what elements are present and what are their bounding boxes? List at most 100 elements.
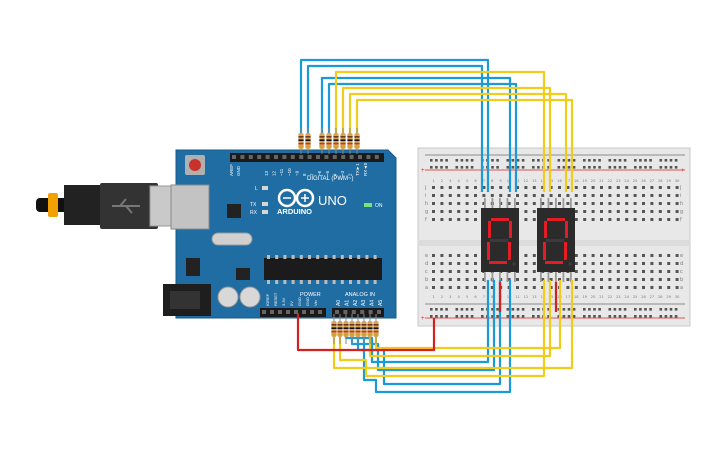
breadboard-hole[interactable] (558, 186, 561, 189)
rail-hole[interactable] (465, 159, 469, 162)
breadboard-hole[interactable] (633, 286, 637, 289)
rail-hole[interactable] (639, 166, 642, 169)
breadboard-hole[interactable] (650, 270, 654, 273)
breadboard-hole[interactable] (440, 254, 444, 257)
rail-hole[interactable] (644, 315, 647, 318)
breadboard-hole[interactable] (457, 186, 461, 189)
rail-hole[interactable] (465, 166, 469, 169)
breadboard-hole[interactable] (658, 186, 662, 189)
breadboard-hole[interactable] (642, 218, 645, 221)
breadboard-hole[interactable] (516, 278, 519, 281)
breadboard-hole[interactable] (625, 194, 629, 197)
rail-hole[interactable] (593, 166, 596, 169)
rail-hole[interactable] (674, 308, 678, 311)
breadboard-hole[interactable] (650, 210, 654, 213)
rail-hole[interactable] (669, 308, 673, 311)
breadboard-hole[interactable] (675, 270, 679, 273)
resistor[interactable] (337, 314, 343, 344)
breadboard-hole[interactable] (457, 286, 461, 289)
header-hole[interactable] (307, 155, 312, 159)
breadboard-hole[interactable] (633, 186, 637, 189)
rail-hole[interactable] (659, 315, 663, 318)
breadboard-hole[interactable] (558, 194, 561, 197)
breadboard-hole[interactable] (658, 270, 662, 273)
breadboard-hole[interactable] (591, 218, 595, 221)
breadboard-hole[interactable] (675, 262, 679, 265)
rail-hole[interactable] (572, 315, 576, 318)
breadboard-hole[interactable] (474, 286, 477, 289)
breadboard-hole[interactable] (600, 186, 603, 189)
breadboard-hole[interactable] (675, 278, 679, 281)
breadboard-hole[interactable] (474, 270, 477, 273)
breadboard-hole[interactable] (457, 210, 461, 213)
rail-hole[interactable] (634, 166, 637, 169)
breadboard-hole[interactable] (516, 186, 519, 189)
breadboard-hole[interactable] (642, 286, 645, 289)
breadboard-hole[interactable] (633, 202, 637, 205)
breadboard-hole[interactable] (650, 186, 654, 189)
breadboard-hole[interactable] (583, 218, 587, 221)
rail-hole[interactable] (649, 308, 652, 311)
header-hole[interactable] (332, 155, 337, 159)
breadboard-hole[interactable] (474, 278, 477, 281)
header-hole[interactable] (294, 310, 298, 314)
rail-hole[interactable] (567, 308, 571, 311)
rail-hole[interactable] (598, 308, 601, 311)
rail-hole[interactable] (644, 159, 647, 162)
breadboard-hole[interactable] (541, 286, 545, 289)
breadboard-hole[interactable] (440, 278, 444, 281)
breadboard-hole[interactable] (516, 286, 519, 289)
rail-hole[interactable] (465, 315, 469, 318)
breadboard-hole[interactable] (524, 286, 528, 289)
breadboard-hole[interactable] (448, 194, 452, 197)
breadboard-hole[interactable] (616, 202, 620, 205)
resistor[interactable] (354, 128, 360, 154)
rail-hole[interactable] (445, 166, 448, 169)
breadboard-hole[interactable] (532, 270, 536, 273)
breadboard-hole[interactable] (524, 210, 528, 213)
resistor[interactable] (333, 128, 339, 154)
breadboard-hole[interactable] (608, 262, 612, 265)
header-hole[interactable] (351, 310, 356, 314)
rail-hole[interactable] (557, 315, 561, 318)
resistor[interactable] (373, 314, 379, 344)
rail-hole[interactable] (537, 166, 540, 169)
breadboard-hole[interactable] (591, 286, 595, 289)
rail-hole[interactable] (623, 315, 627, 318)
breadboard-hole[interactable] (524, 186, 528, 189)
digital-header[interactable] (230, 153, 384, 162)
resistor[interactable] (298, 128, 304, 154)
breadboard-hole[interactable] (633, 254, 637, 257)
breadboard-hole[interactable] (600, 286, 603, 289)
header-hole[interactable] (257, 155, 262, 159)
breadboard-hole[interactable] (448, 218, 452, 221)
resistor[interactable] (367, 314, 373, 344)
breadboard-hole[interactable] (465, 254, 469, 257)
wire-d12-display1[interactable] (306, 64, 484, 192)
rail-hole[interactable] (588, 166, 591, 169)
breadboard-hole[interactable] (432, 262, 435, 265)
breadboard-hole[interactable] (608, 270, 612, 273)
wire-d13-display1[interactable] (299, 58, 490, 192)
header-hole[interactable] (274, 155, 278, 159)
breadboard-hole[interactable] (633, 210, 637, 213)
analog-header[interactable] (332, 308, 384, 317)
breadboard-hole[interactable] (465, 194, 469, 197)
breadboard-hole[interactable] (558, 202, 561, 205)
breadboard-hole[interactable] (524, 218, 528, 221)
rail-hole[interactable] (491, 166, 494, 169)
resistor[interactable] (361, 314, 367, 344)
rail-hole[interactable] (537, 159, 540, 162)
rail-hole[interactable] (430, 159, 433, 162)
breadboard-hole[interactable] (675, 254, 679, 257)
header-hole[interactable] (248, 155, 253, 159)
wire-5v-red[interactable] (296, 313, 436, 352)
breadboard-hole[interactable] (457, 262, 461, 265)
rail-hole[interactable] (618, 166, 622, 169)
wire-d8-display2[interactable] (334, 70, 546, 192)
rail-hole[interactable] (593, 315, 596, 318)
breadboard-hole[interactable] (490, 194, 494, 197)
rail-hole[interactable] (440, 308, 443, 311)
rail-hole[interactable] (634, 308, 637, 311)
breadboard-hole[interactable] (616, 186, 620, 189)
